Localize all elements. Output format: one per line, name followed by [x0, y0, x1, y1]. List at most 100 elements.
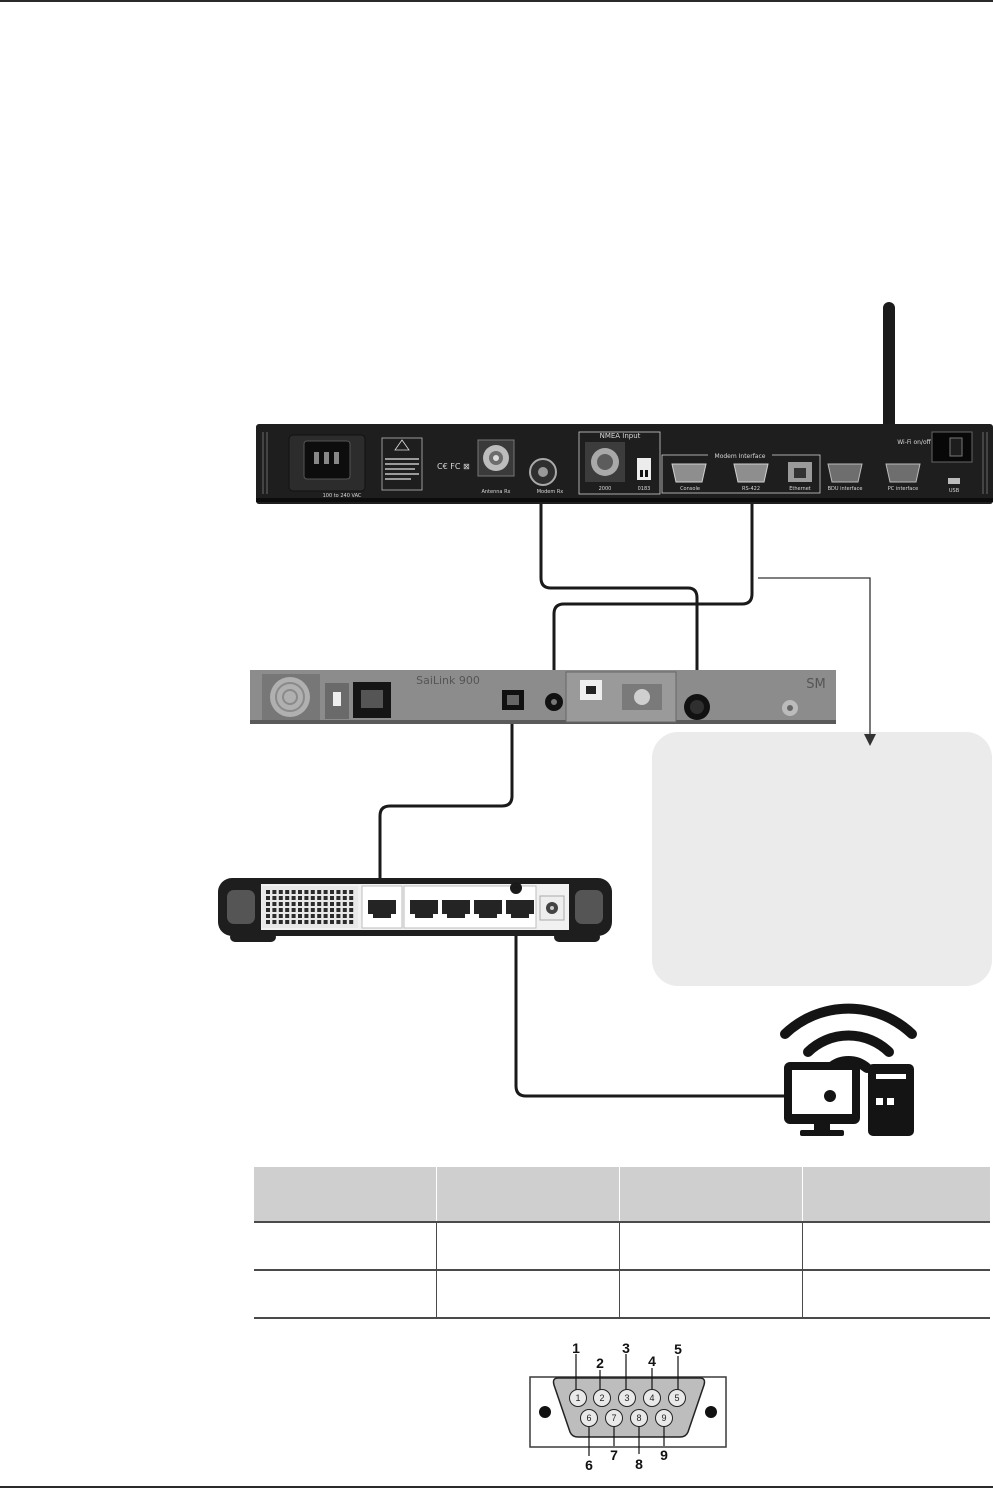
wifi-on-off-label: Wi-Fi on/off	[897, 439, 931, 446]
switch-vent	[349, 890, 354, 894]
switch-vent	[278, 902, 283, 906]
switch-vent	[266, 896, 270, 900]
pin-8-inner: 8	[636, 1413, 641, 1423]
switch-vent	[272, 896, 277, 900]
switch-vent	[317, 890, 322, 894]
switch-vent	[278, 890, 283, 894]
pin-9-inner: 9	[661, 1413, 666, 1423]
table-cell	[619, 1269, 803, 1319]
switch-vent	[342, 902, 347, 906]
pin-5-inner: 5	[674, 1393, 679, 1403]
table-header-cell	[436, 1167, 620, 1222]
satellite-modem: SaiLink 900 SM	[250, 670, 836, 724]
switch-vent	[278, 920, 283, 924]
switch-vent	[349, 902, 354, 906]
pin-6-label: 6	[585, 1457, 593, 1473]
switch-vent	[317, 896, 322, 900]
switch-vent	[336, 908, 341, 912]
pin-1-label: 1	[572, 1340, 580, 1356]
switch-vent	[285, 908, 290, 912]
switch-vent	[272, 890, 277, 894]
table-cell	[254, 1221, 437, 1270]
brand-logo: SM	[806, 677, 825, 692]
switch-vent	[298, 902, 302, 906]
switch-vent	[285, 896, 290, 900]
switch-vent	[317, 920, 322, 924]
table-row	[254, 1269, 990, 1319]
switch-vent	[272, 908, 277, 912]
switch-vent	[336, 890, 341, 894]
switch-vent	[330, 896, 334, 900]
switch-vent	[266, 890, 270, 894]
switch-vent	[310, 896, 315, 900]
antenna-rx-label: Antenna Rx	[481, 489, 510, 495]
switch-vent	[291, 920, 296, 924]
switch-vent	[336, 902, 341, 906]
cable-switch-to-pc	[514, 888, 828, 1098]
switch-vent	[317, 914, 322, 918]
switch-vent	[317, 908, 322, 912]
pin-9-label: 9	[660, 1447, 668, 1463]
switch-vent	[304, 920, 309, 924]
switch-vent	[342, 914, 347, 918]
cable-rs422	[552, 478, 754, 700]
pin-3-label: 3	[622, 1340, 630, 1356]
switch-vent	[330, 920, 334, 924]
pin-2-label: 2	[596, 1355, 604, 1371]
switch-vent	[285, 920, 290, 924]
pin-7-inner: 7	[611, 1413, 616, 1423]
nmea-input-label: NMEA Input	[600, 432, 641, 440]
switch-vent	[291, 896, 296, 900]
switch-vent	[298, 920, 302, 924]
switch-vent	[278, 914, 283, 918]
switch-vent	[291, 914, 296, 918]
power-spec-label: 100 to 240 VAC	[323, 493, 362, 499]
switch-vent	[323, 896, 328, 900]
switch-vent	[291, 902, 296, 906]
switch-vent	[304, 914, 309, 918]
ce-fcc-marks: C€ FC ⊠	[437, 462, 470, 471]
switch-vent	[310, 908, 315, 912]
switch-vent	[304, 896, 309, 900]
bdu-interface-label: BDU interface	[828, 486, 863, 492]
switch-vent	[336, 920, 341, 924]
pin-8-label: 8	[635, 1456, 643, 1472]
pc-interface-label: PC interface	[888, 486, 918, 492]
table-header-cell	[619, 1167, 803, 1222]
switch-vent	[298, 914, 302, 918]
switch-vent	[342, 890, 347, 894]
switch-vent	[291, 908, 296, 912]
switch-vent	[323, 908, 328, 912]
modem-model-label: SaiLink 900	[416, 674, 480, 687]
bottom-rule	[0, 1486, 993, 1488]
switch-vent	[298, 896, 302, 900]
callout-arrowhead	[864, 734, 876, 746]
nmea-2000-label: 2000	[599, 486, 612, 492]
pin-6-inner: 6	[586, 1413, 591, 1423]
switch-vent	[266, 902, 270, 906]
table-cell	[436, 1269, 620, 1319]
switch-vent	[266, 920, 270, 924]
table-cell	[802, 1221, 990, 1270]
table-cell	[254, 1269, 437, 1319]
table-header-row	[254, 1167, 990, 1222]
cable-modem-to-switch	[378, 700, 514, 908]
switch-vent	[342, 896, 347, 900]
pin-5-label: 5	[674, 1341, 682, 1357]
switch-vent	[266, 908, 270, 912]
switch-vent	[330, 914, 334, 918]
console-label: Console	[680, 486, 700, 492]
antenna-control-unit: 100 to 240 VAC C€ FC ⊠ Antenna Rx Modem …	[256, 424, 993, 504]
switch-vent	[285, 914, 290, 918]
switch-vent	[272, 914, 277, 918]
callout-pointer	[758, 577, 871, 738]
switch-vent	[298, 890, 302, 894]
switch-vent	[304, 890, 309, 894]
switch-vent	[298, 908, 302, 912]
switch-vent	[330, 890, 334, 894]
pin-4-label: 4	[648, 1353, 656, 1369]
table-header-cell	[802, 1167, 990, 1222]
switch-vent	[317, 902, 322, 906]
switch-vent	[323, 890, 328, 894]
